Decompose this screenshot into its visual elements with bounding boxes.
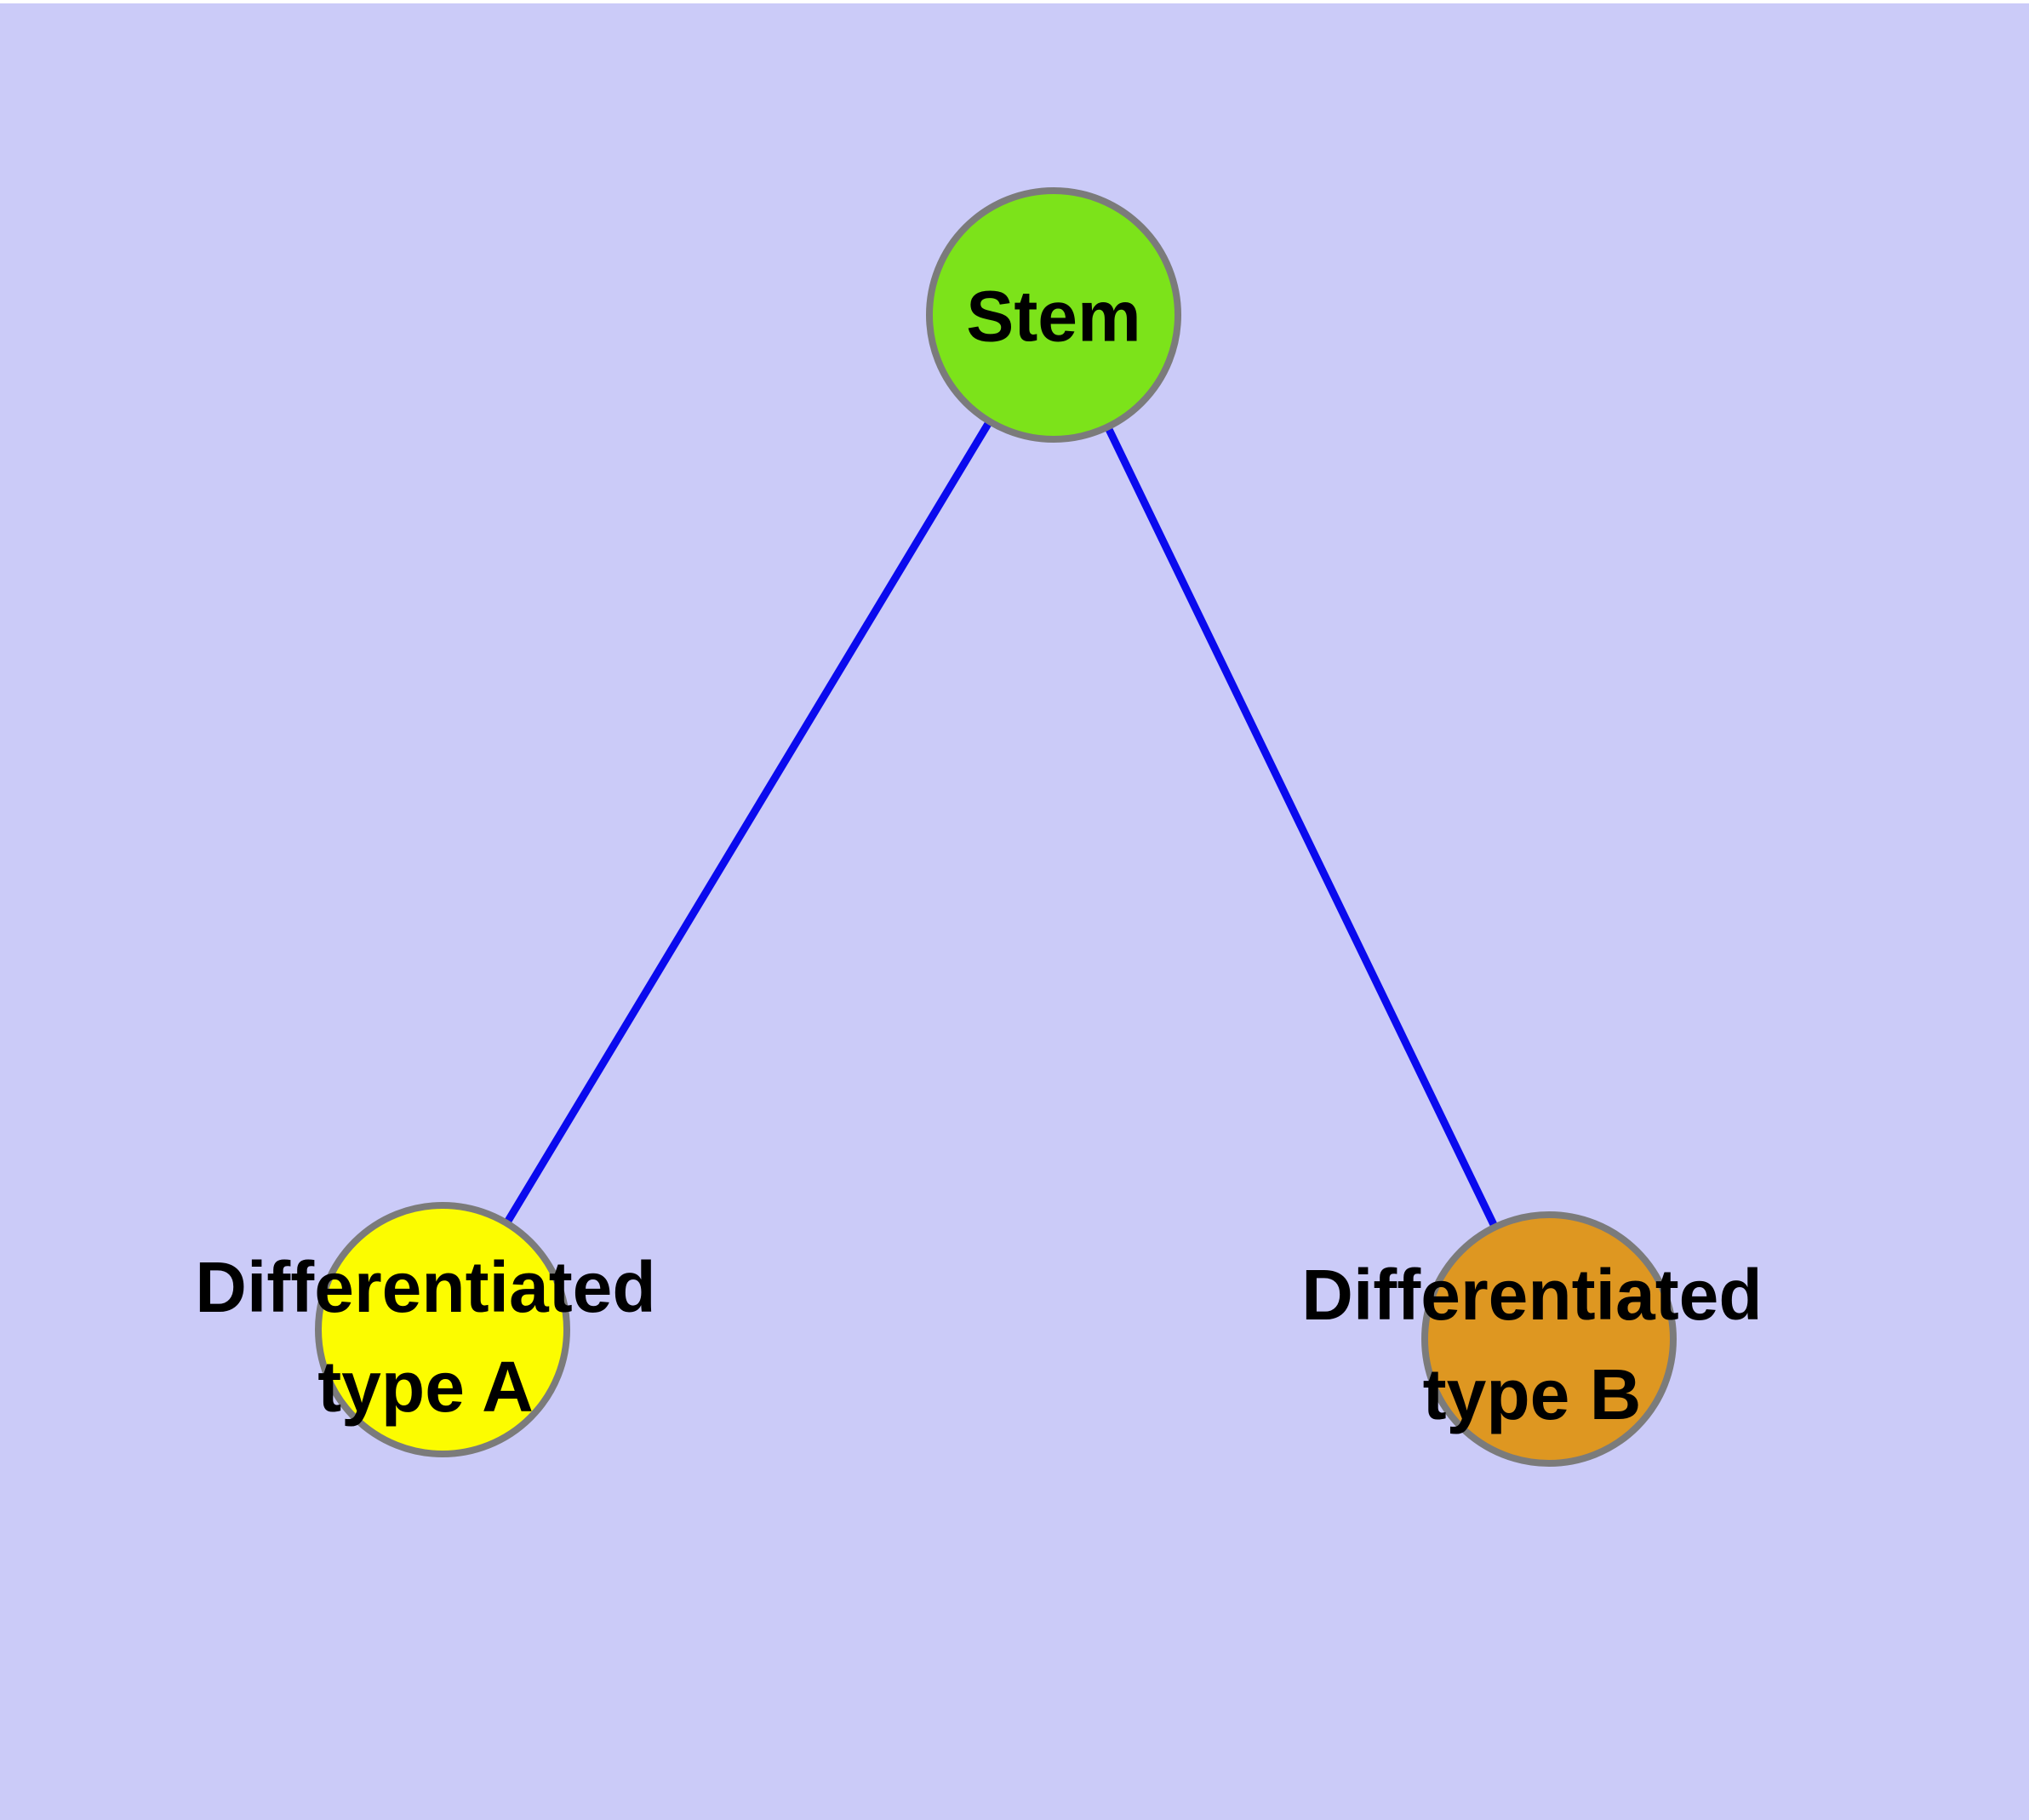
label-line-1: Differentiated <box>1301 1255 1763 1335</box>
node-label-stem: Stem <box>966 276 1141 357</box>
top-margin-strip <box>0 0 2029 3</box>
edge-stem-to-type-a <box>439 312 1057 1332</box>
node-label-differentiated-type-b: Differentiated type B <box>1301 1245 1762 1445</box>
node-differentiated-type-a <box>315 1202 570 1457</box>
label-line-2: type B <box>1422 1354 1642 1434</box>
node-stem <box>926 187 1181 443</box>
edge-stem-to-type-b <box>1049 313 1553 1341</box>
label-line-1: Differentiated <box>195 1247 656 1327</box>
label-line-2: type A <box>317 1347 534 1427</box>
node-label-differentiated-type-a: Differentiated type A <box>195 1238 655 1437</box>
node-differentiated-type-b <box>1421 1211 1677 1467</box>
